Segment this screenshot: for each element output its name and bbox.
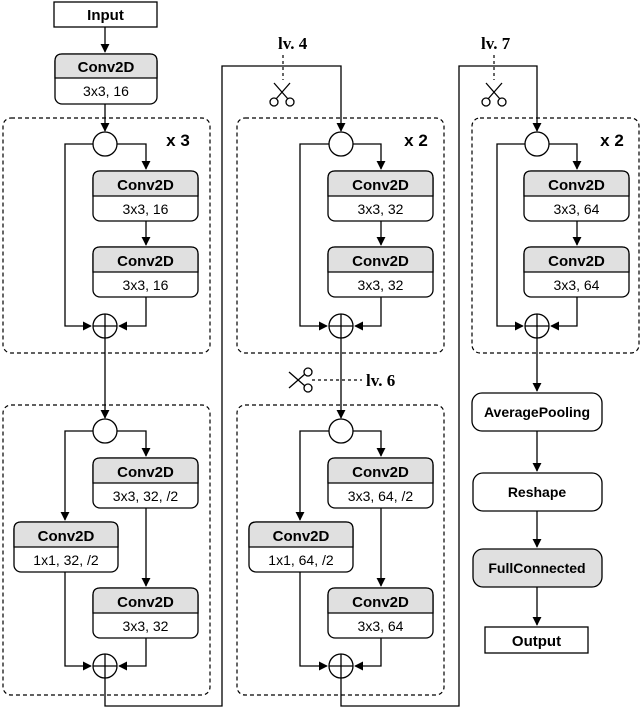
block2-conv-main-b: Conv2D 3x3, 32 xyxy=(92,587,199,639)
svg-text:3x3, 64: 3x3, 64 xyxy=(554,277,600,293)
svg-text:3x3, 16: 3x3, 16 xyxy=(123,201,169,217)
block2-group: Conv2D 3x3, 32, /2 Conv2D 3x3, 32 Conv2D… xyxy=(2,404,211,696)
svg-text:Conv2D: Conv2D xyxy=(117,464,174,481)
svg-text:x 2: x 2 xyxy=(404,131,428,150)
block2-conv-shortcut: Conv2D 1x1, 32, /2 xyxy=(13,521,119,573)
block5-conv-a: Conv2D 3x3, 64 xyxy=(523,170,630,222)
svg-text:Conv2D: Conv2D xyxy=(117,253,174,270)
svg-text:3x3, 32: 3x3, 32 xyxy=(358,201,404,217)
svg-text:Conv2D: Conv2D xyxy=(352,253,409,270)
level-7-marker: lv. 7 xyxy=(481,34,511,107)
level-4-marker: lv. 4 xyxy=(269,34,308,107)
input-node: Input xyxy=(53,1,158,28)
block5-add-node xyxy=(524,313,550,339)
block2-conv-main-a: Conv2D 3x3, 32, /2 xyxy=(92,457,199,509)
svg-text:Input: Input xyxy=(87,7,124,24)
svg-text:3x3, 32, /2: 3x3, 32, /2 xyxy=(113,488,179,504)
svg-text:3x3, 16: 3x3, 16 xyxy=(83,83,129,99)
output-node: Output xyxy=(484,626,589,654)
svg-text:3x3, 16: 3x3, 16 xyxy=(123,277,169,293)
scissors-icon xyxy=(288,367,313,393)
svg-text:Output: Output xyxy=(512,633,561,650)
svg-text:1x1, 64, /2: 1x1, 64, /2 xyxy=(268,552,334,568)
level-6-marker: lv. 6 xyxy=(288,367,395,393)
block3-add-node xyxy=(328,313,354,339)
scissors-icon xyxy=(269,82,295,107)
reshape-node: Reshape xyxy=(472,472,603,512)
svg-text:Conv2D: Conv2D xyxy=(38,528,95,545)
svg-text:3x3, 64, /2: 3x3, 64, /2 xyxy=(348,488,414,504)
average-pooling-node: AveragePooling xyxy=(471,392,603,432)
svg-text:Conv2D: Conv2D xyxy=(548,177,605,194)
svg-text:3x3, 64: 3x3, 64 xyxy=(358,618,404,634)
svg-text:1x1, 32, /2: 1x1, 32, /2 xyxy=(33,552,99,568)
svg-text:Conv2D: Conv2D xyxy=(78,59,135,76)
block4-split-node xyxy=(328,418,354,444)
block5-conv-b: Conv2D 3x3, 64 xyxy=(523,246,630,298)
svg-text:x 2: x 2 xyxy=(600,131,624,150)
svg-text:lv. 4: lv. 4 xyxy=(278,34,308,53)
block4-conv-shortcut: Conv2D 1x1, 64, /2 xyxy=(248,521,354,573)
svg-text:Reshape: Reshape xyxy=(508,484,567,500)
block1-add-node xyxy=(92,313,118,339)
block3-group: x 2 Conv2D 3x3, 32 Conv2D 3x3, 32 xyxy=(236,117,445,354)
svg-text:x 3: x 3 xyxy=(166,131,190,150)
svg-text:Conv2D: Conv2D xyxy=(352,177,409,194)
svg-text:lv. 6: lv. 6 xyxy=(366,371,395,390)
stem-conv2d: Conv2D 3x3, 16 xyxy=(54,53,158,105)
block2-add-node xyxy=(92,653,118,679)
svg-text:AveragePooling: AveragePooling xyxy=(484,404,590,420)
block1-split-node xyxy=(92,131,118,157)
svg-text:3x3, 32: 3x3, 32 xyxy=(123,618,169,634)
block3-conv-b: Conv2D 3x3, 32 xyxy=(327,246,434,298)
block4-group: Conv2D 3x3, 64, /2 Conv2D 3x3, 64 Conv2D… xyxy=(236,404,445,696)
block1-conv-b: Conv2D 3x3, 16 xyxy=(92,246,199,298)
svg-text:3x3, 32: 3x3, 32 xyxy=(358,277,404,293)
block3-split-node xyxy=(328,131,354,157)
svg-text:Conv2D: Conv2D xyxy=(117,594,174,611)
block1-conv-a: Conv2D 3x3, 16 xyxy=(92,170,199,222)
svg-text:lv. 7: lv. 7 xyxy=(481,34,511,53)
block5-group: x 2 Conv2D 3x3, 64 Conv2D 3x3, 64 xyxy=(471,117,640,354)
svg-text:Conv2D: Conv2D xyxy=(352,594,409,611)
svg-text:FullConnected: FullConnected xyxy=(488,560,585,576)
svg-text:Conv2D: Conv2D xyxy=(548,253,605,270)
scissors-icon xyxy=(481,82,507,107)
full-connected-node: FullConnected xyxy=(472,548,603,588)
block2-split-node xyxy=(92,418,118,444)
svg-text:3x3, 64: 3x3, 64 xyxy=(554,201,600,217)
block1-group: x 3 Conv2D 3x3, 16 Conv2D 3x3, 16 xyxy=(2,117,211,354)
block3-conv-a: Conv2D 3x3, 32 xyxy=(327,170,434,222)
block5-split-node xyxy=(524,131,550,157)
block4-conv-main-a: Conv2D 3x3, 64, /2 xyxy=(327,457,434,509)
svg-text:Conv2D: Conv2D xyxy=(352,464,409,481)
svg-text:Conv2D: Conv2D xyxy=(273,528,330,545)
svg-text:Conv2D: Conv2D xyxy=(117,177,174,194)
block4-add-node xyxy=(328,653,354,679)
block4-conv-main-b: Conv2D 3x3, 64 xyxy=(327,587,434,639)
